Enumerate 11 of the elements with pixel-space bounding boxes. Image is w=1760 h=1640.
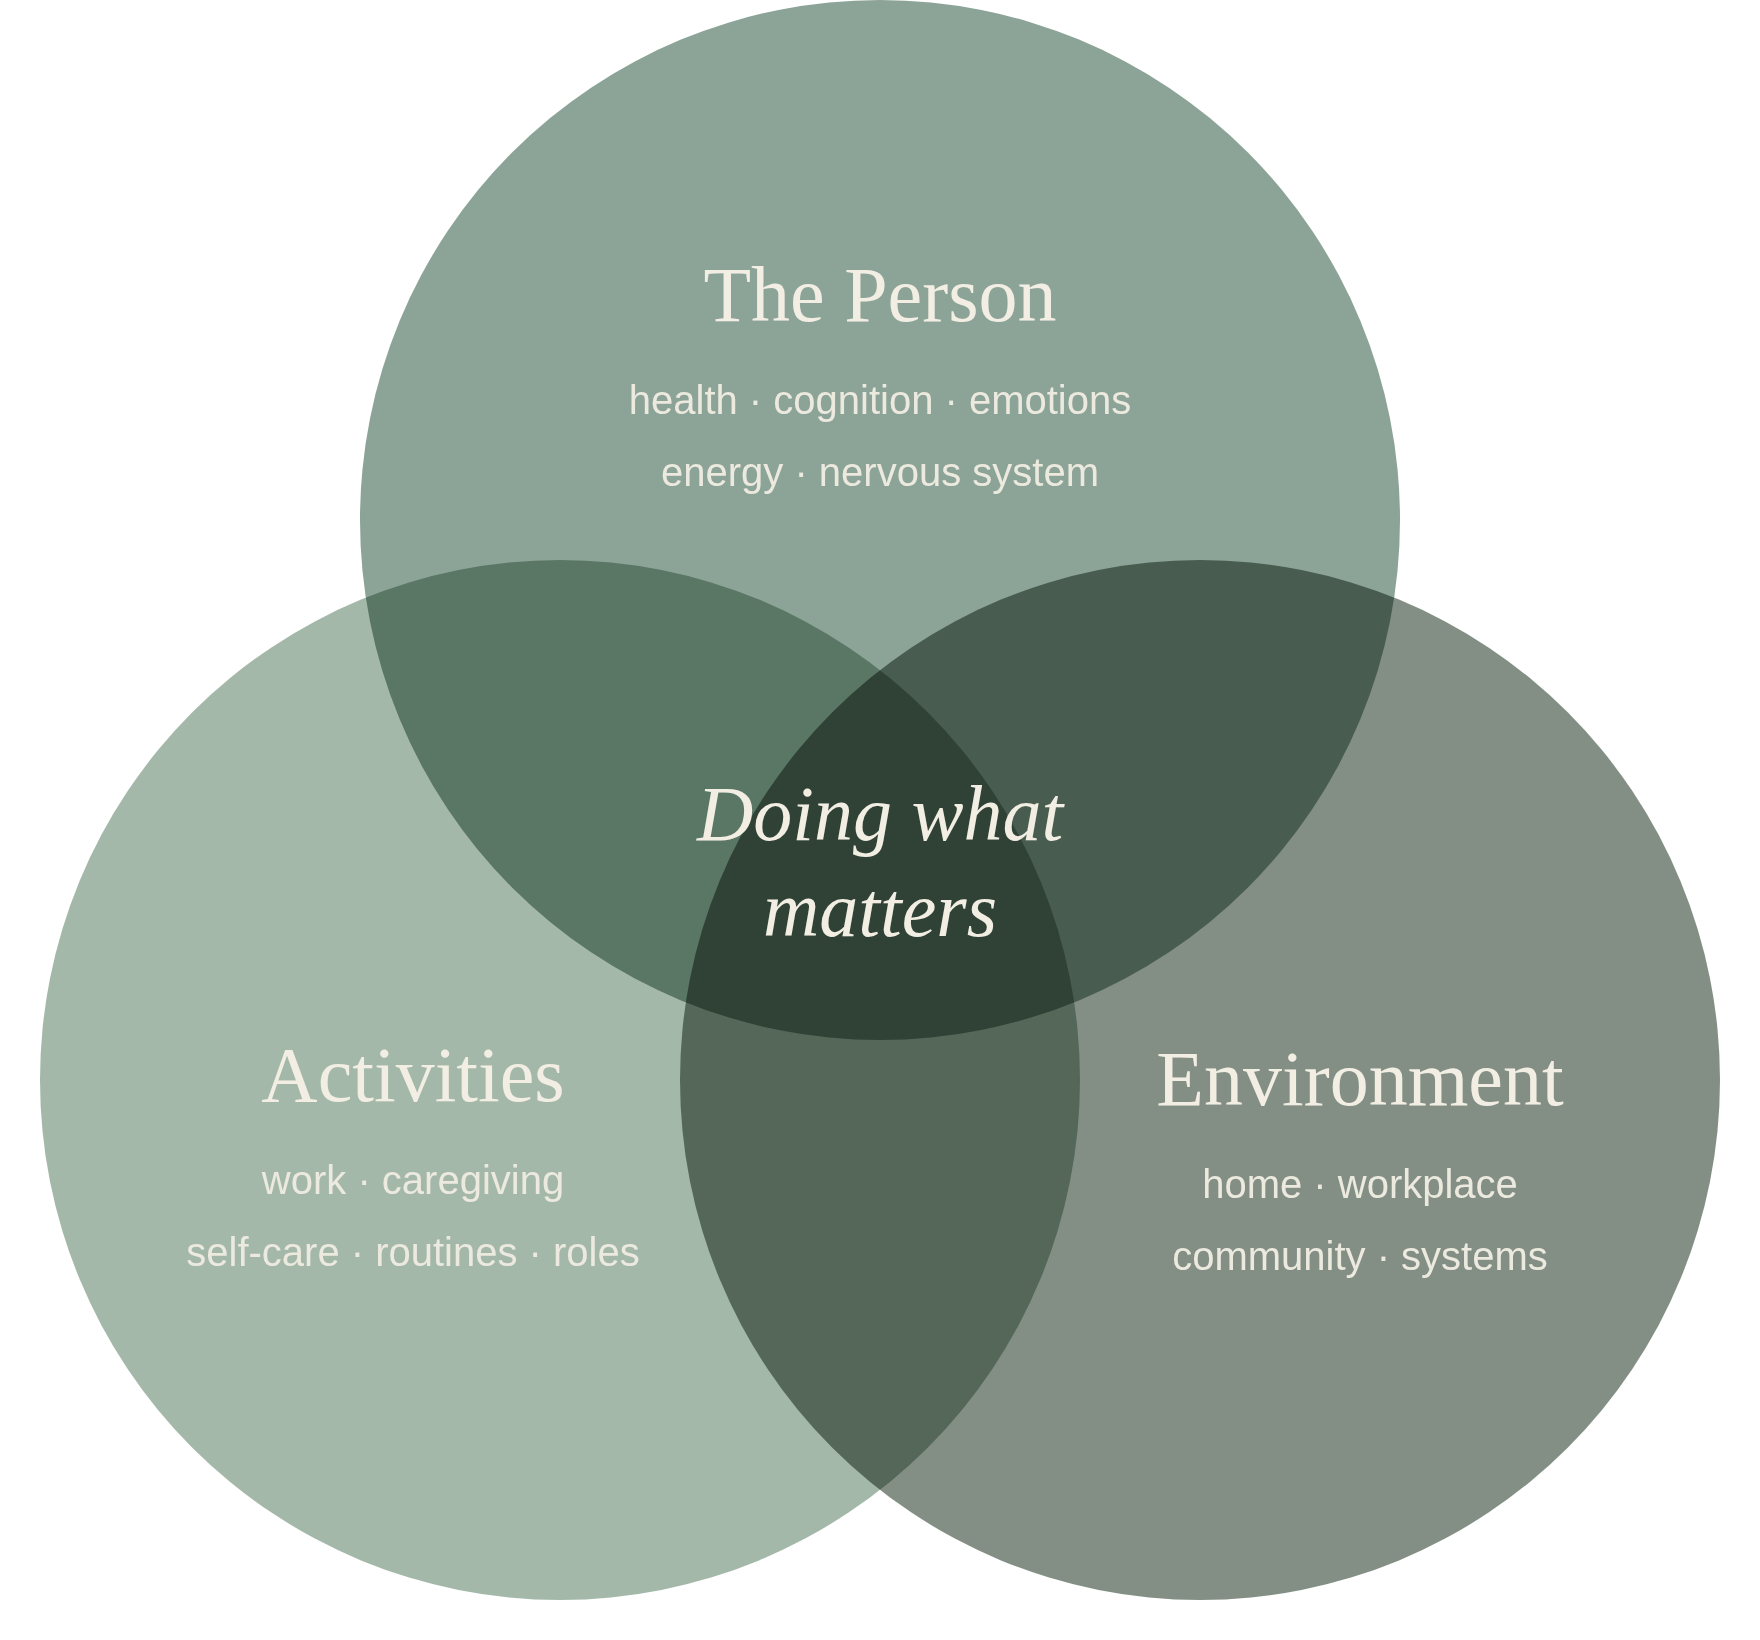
circle-keywords: self-care · routines · roles bbox=[186, 1228, 640, 1276]
circle-keywords: home · workplace bbox=[1202, 1160, 1518, 1208]
center-label: Doing what matters bbox=[695, 769, 1066, 955]
circle-keywords: health · cognition · emotions bbox=[628, 376, 1132, 424]
circle-keywords: energy · nervous system bbox=[661, 448, 1099, 496]
circle-keywords: community · systems bbox=[1172, 1232, 1548, 1280]
circle-title: Activities bbox=[261, 1032, 565, 1118]
circle-title: Environment bbox=[1156, 1036, 1564, 1122]
circle-title: The Person bbox=[703, 252, 1057, 338]
circle-keywords: work · caregiving bbox=[261, 1156, 565, 1204]
venn-circle bbox=[680, 560, 1720, 1600]
